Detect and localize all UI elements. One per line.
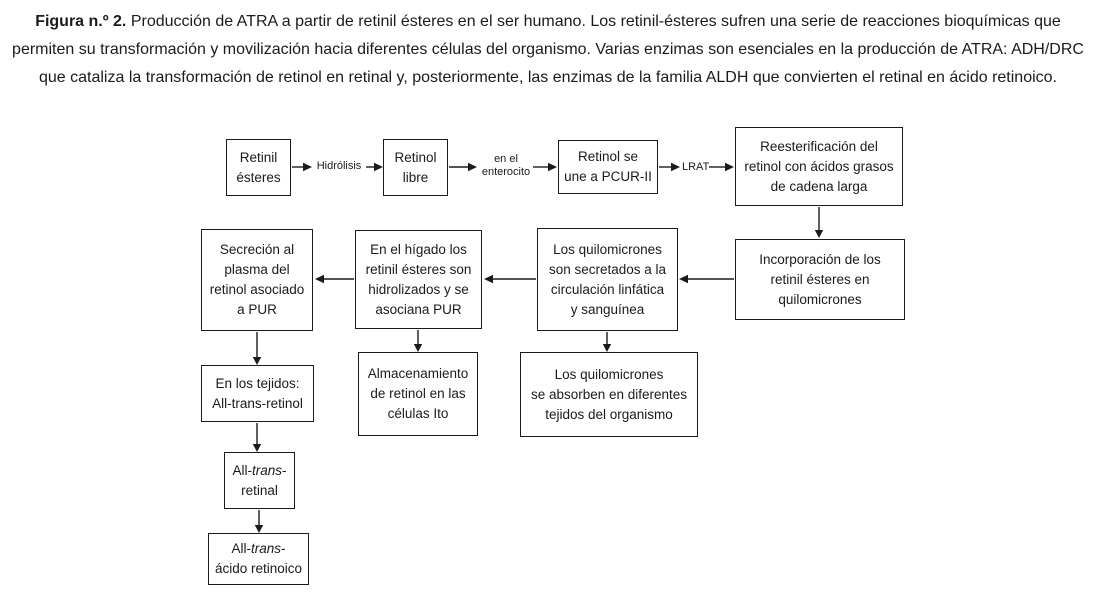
arrow-secretados-to-higado bbox=[484, 274, 536, 284]
box-line: Secreción al bbox=[219, 242, 295, 257]
figure-caption: Figura n.º 2. Producción de ATRA a parti… bbox=[12, 8, 1084, 92]
box-line: Retinol se bbox=[577, 149, 639, 164]
arrow-tejidos-to-retinal bbox=[252, 423, 262, 452]
arrow-lrat-to-reesterificacion bbox=[709, 162, 734, 172]
arrow-secrecion-to-tejidos bbox=[252, 332, 262, 365]
flow-box-quilomicrones-secretados: Los quilomicrones son secretados a la ci… bbox=[537, 228, 678, 331]
arrow-secretados-to-absorben bbox=[602, 332, 612, 352]
box-line: retinil ésteres en bbox=[770, 271, 870, 287]
box-line: retinal bbox=[241, 482, 278, 498]
figure-caption-text: Producción de ATRA a partir de retinil é… bbox=[12, 13, 1084, 86]
box-line: En los tejidos: bbox=[215, 375, 300, 391]
box-line: Incorporación de los bbox=[759, 251, 881, 267]
arrow-label-line: enterocito bbox=[481, 166, 531, 178]
box-line: Retinil bbox=[239, 149, 278, 165]
arrow-retinal-to-acido bbox=[254, 510, 264, 533]
arrow-enterocito-to-pcur bbox=[533, 162, 557, 172]
text-segment: - bbox=[281, 541, 286, 556]
box-line: retinol asociado bbox=[209, 282, 305, 297]
flow-box-absorben-tejidos: Los quilomicrones se absorben en diferen… bbox=[520, 352, 698, 437]
flow-box-all-trans-acido-retinoico: All-trans- ácido retinoico bbox=[208, 533, 309, 585]
arrow-pcur-to-lrat bbox=[659, 162, 680, 172]
box-line: y sanguínea bbox=[570, 301, 645, 317]
arrow-label-lrat: LRAT bbox=[682, 161, 710, 173]
box-line: se absorben en diferentes bbox=[530, 386, 688, 402]
box-line: tejidos del organismo bbox=[545, 406, 673, 422]
text-segment: - bbox=[282, 462, 287, 478]
box-line: células Ito bbox=[387, 406, 449, 421]
flow-box-en-los-tejidos: En los tejidos: All-trans-retinol bbox=[201, 365, 314, 422]
arrow-label-hidrolisis: Hidrólisis bbox=[316, 160, 362, 172]
arrow-incorporacion-to-secretados bbox=[679, 274, 734, 284]
box-line: quilomicrones bbox=[778, 291, 862, 307]
flow-box-reesterificacion: Reesterificación del retinol con ácidos … bbox=[735, 127, 903, 206]
text-segment: All- bbox=[231, 541, 251, 556]
arrow-label-enterocito: en el enterocito bbox=[477, 153, 535, 179]
box-line: son secretados a la bbox=[548, 261, 667, 277]
box-line: plasma del bbox=[224, 262, 290, 277]
flow-box-retinol-libre: Retinol libre bbox=[383, 139, 448, 196]
arrow-label-line: en el bbox=[494, 153, 518, 165]
box-line: circulación linfática bbox=[550, 281, 665, 297]
box-line: asociana PUR bbox=[375, 301, 462, 317]
box-line: libre bbox=[402, 169, 429, 185]
flow-box-retinol-pcur: Retinol se une a PCUR-II bbox=[558, 140, 658, 194]
figure-number-label: Figura n.º 2. bbox=[35, 13, 127, 30]
box-line: une a PCUR-II bbox=[564, 169, 652, 184]
arrow-retinol-libre-to-enterocito bbox=[449, 162, 477, 172]
box-line: de cadena larga bbox=[770, 178, 868, 194]
flow-box-almacenamiento: Almacenamiento de retinol en las células… bbox=[358, 352, 478, 436]
flow-box-incorporacion: Incorporación de los retinil ésteres en … bbox=[735, 239, 905, 320]
box-line: retinil ésteres son bbox=[365, 261, 472, 277]
box-line: Retinol bbox=[394, 149, 437, 165]
box-line: Los quilomicrones bbox=[553, 241, 662, 257]
italic-segment: trans bbox=[251, 462, 282, 478]
box-line: All-trans- bbox=[232, 461, 286, 481]
box-line: a PUR bbox=[237, 302, 277, 317]
flow-box-secrecion-plasma: Secreción al plasma del retinol asociado… bbox=[201, 229, 313, 331]
flow-box-all-trans-retinal: All-trans- retinal bbox=[224, 452, 295, 509]
box-line: ácido retinoico bbox=[214, 561, 303, 576]
box-line: Almacenamiento bbox=[367, 366, 469, 381]
arrow-reesterificacion-to-incorporacion bbox=[814, 207, 824, 238]
box-line: En el hígado los bbox=[370, 241, 467, 257]
box-line: Los quilomicrones bbox=[554, 366, 664, 382]
box-line: All-trans- bbox=[231, 539, 285, 559]
box-line: hidrolizados y se bbox=[368, 281, 469, 297]
flow-box-retinil-esteres: Retinil ésteres bbox=[226, 139, 291, 196]
flow-box-higado: En el hígado los retinil ésteres son hid… bbox=[355, 230, 482, 329]
arrow-hidrolisis-to-retinol-libre bbox=[366, 162, 383, 172]
arrow-higado-to-secrecion bbox=[315, 274, 354, 284]
italic-segment: trans bbox=[250, 541, 281, 556]
box-line: Reesterificación del bbox=[760, 138, 878, 154]
arrow-retinil-to-hidrolisis bbox=[292, 162, 312, 172]
box-line: retinol con ácidos grasos bbox=[744, 158, 894, 174]
box-line: de retinol en las bbox=[370, 386, 466, 401]
arrow-higado-to-almacenamiento bbox=[413, 330, 423, 352]
box-line: ésteres bbox=[236, 169, 281, 185]
text-segment: All- bbox=[232, 462, 252, 478]
box-line: All-trans-retinol bbox=[212, 395, 303, 411]
